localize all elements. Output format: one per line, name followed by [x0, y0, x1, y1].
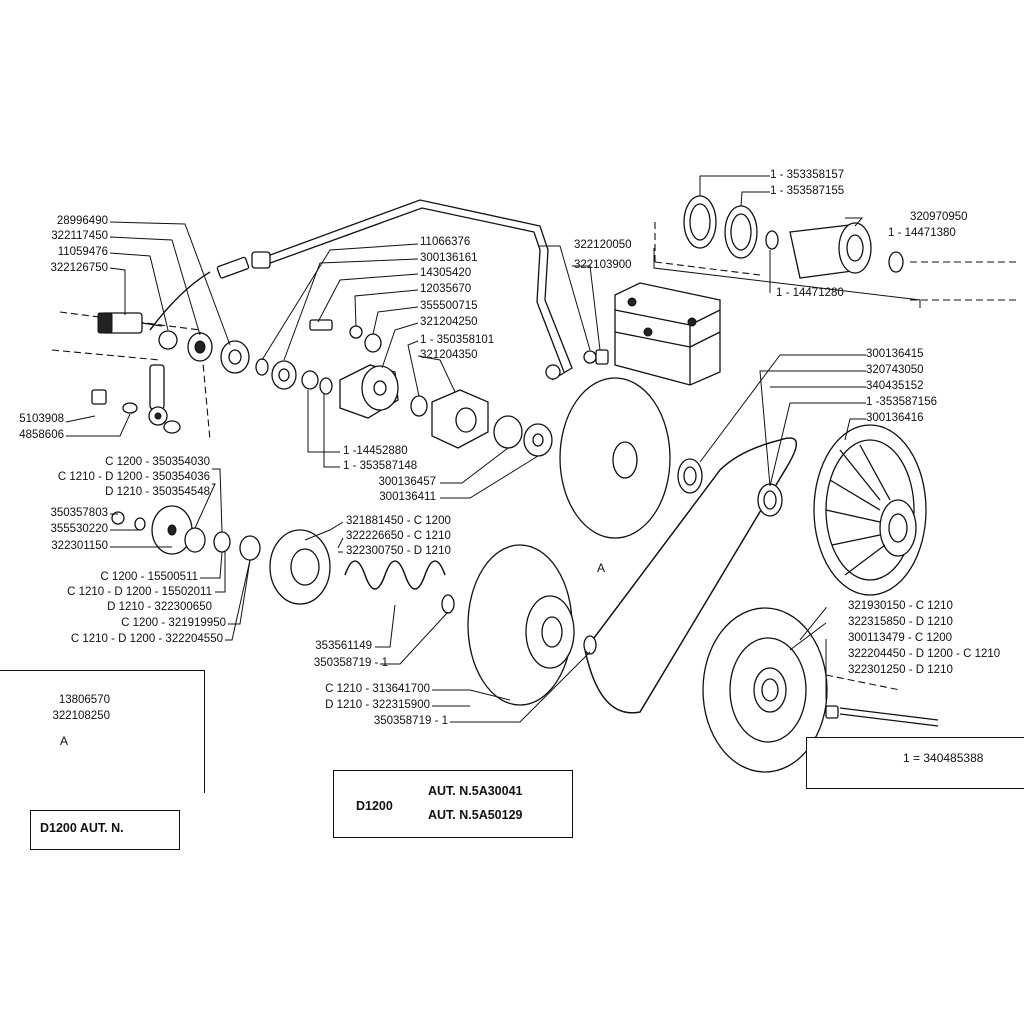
label-322300750-d1210: 322300750 - D 1210	[346, 545, 451, 557]
aut-number-2: AUT. N.5A50129	[428, 808, 523, 822]
label-355500715: 355500715	[420, 300, 478, 312]
label-322117450: 322117450	[51, 230, 108, 242]
label-28996490: 28996490	[56, 215, 108, 227]
label-322301150: 322301150	[51, 540, 108, 552]
label-320970950: 320970950	[910, 211, 968, 223]
drive-hub	[339, 349, 609, 457]
label-353561149: 353561149	[315, 640, 372, 652]
label-14305420: 14305420	[420, 267, 472, 279]
label-322301250-d1210: 322301250 - D 1210	[848, 664, 953, 676]
clutch-shaft-parts	[683, 195, 904, 279]
label-c1210-350354036: C 1210 - D 1200 - 350354036	[57, 471, 210, 483]
label-c1210-322204550: C 1210 - D 1200 - 322204550	[70, 633, 223, 645]
label-c1200-321919950: C 1200 - 321919950	[121, 617, 226, 629]
label-300136415: 300136415	[866, 348, 924, 360]
label-300136411: 300136411	[379, 491, 436, 503]
label-321930150-c1210: 321930150 - C 1210	[848, 600, 953, 612]
label-300136416: 300136416	[866, 412, 924, 424]
label-1-353587148: 1 - 353587148	[343, 460, 418, 472]
fixed-half-pulley	[559, 377, 703, 539]
label-322108250: 322108250	[52, 710, 110, 722]
label-1-14471380: 1 - 14471380	[888, 227, 956, 239]
label-marker-a: A	[597, 561, 606, 575]
label-1-353587156: 1 -353587156	[866, 396, 937, 408]
label-322120050: 322120050	[574, 239, 632, 251]
label-1-14452880: 1 -14452880	[343, 445, 408, 457]
shaft-rings-left	[187, 319, 382, 395]
model-label-left: D1200 AUT. N.	[40, 821, 124, 835]
drive-belt	[584, 437, 797, 714]
label-c1210-313641700: C 1210 - 313641700	[325, 683, 430, 695]
label-300113479-c1200: 300113479 - C 1200	[848, 632, 953, 644]
label-detail-a: A	[60, 734, 69, 748]
label-c1210-15502011: C 1210 - D 1200 - 15502011	[67, 586, 212, 598]
kit-box	[806, 737, 1024, 789]
label-d1210-322300650: D 1210 - 322300650	[107, 601, 212, 613]
label-13806570: 13806570	[58, 694, 110, 706]
label-5103908: 5103908	[19, 413, 64, 425]
model-box-left	[30, 810, 180, 850]
label-322126750: 322126750	[50, 262, 108, 274]
label-322315850-d1210: 322315850 - D 1210	[848, 616, 953, 628]
label-355530220: 355530220	[50, 523, 108, 535]
label-300136457: 300136457	[378, 476, 436, 488]
label-321881450-c1200: 321881450 - C 1200	[346, 515, 451, 527]
label-350357803: 350357803	[50, 507, 108, 519]
label-12035670: 12035670	[420, 283, 472, 295]
support-block	[614, 282, 721, 386]
label-300136161: 300136161	[420, 252, 478, 264]
driven-pulley	[702, 607, 939, 773]
label-11059476: 11059476	[57, 246, 108, 258]
label-4858606: 4858606	[19, 429, 64, 441]
label-350358719-1-b: 350358719 - 1	[373, 715, 448, 727]
leader-lines	[65, 175, 866, 723]
label-1-353587155: 1 - 353587155	[770, 185, 845, 197]
label-340435152: 340435152	[866, 380, 924, 392]
model-box-center	[333, 770, 573, 838]
label-321204250: 321204250	[420, 316, 478, 328]
moving-half-pulley	[441, 544, 597, 706]
label-322103900: 322103900	[574, 259, 632, 271]
cooling-fan-wheel	[813, 424, 927, 596]
label-1-350358101: 1 - 350358101	[420, 334, 495, 346]
label-321204350: 321204350	[420, 349, 478, 361]
label-1-14471280: 1 - 14471280	[776, 287, 844, 299]
label-kit-340485388: 1 = 340485388	[903, 751, 984, 765]
detail-a-frame	[0, 670, 205, 793]
washer-stack	[111, 505, 261, 561]
pulley-spring	[269, 529, 446, 605]
label-350358719-1-a: 350358719 - 1	[313, 657, 388, 669]
label-c1200-350354030: C 1200 - 350354030	[105, 456, 210, 468]
label-320743050: 320743050	[866, 364, 924, 376]
label-1-353358157: 1 - 353358157	[770, 169, 845, 181]
label-d1210-322315900: D 1210 - 322315900	[325, 699, 430, 711]
model-label-center: D1200	[356, 799, 393, 813]
label-c1200-15500511: C 1200 - 15500511	[100, 571, 198, 583]
aut-number-1: AUT. N.5A30041	[428, 784, 523, 798]
label-11066376: 11066376	[420, 236, 471, 248]
label-d1210-350354548: D 1210 - 350354548	[105, 486, 210, 498]
oil-pipe	[216, 199, 573, 381]
label-322204450-d1200-c1210: 322204450 - D 1200 - C 1210	[848, 648, 1001, 660]
label-322226650-c1210: 322226650 - C 1210	[346, 530, 451, 542]
